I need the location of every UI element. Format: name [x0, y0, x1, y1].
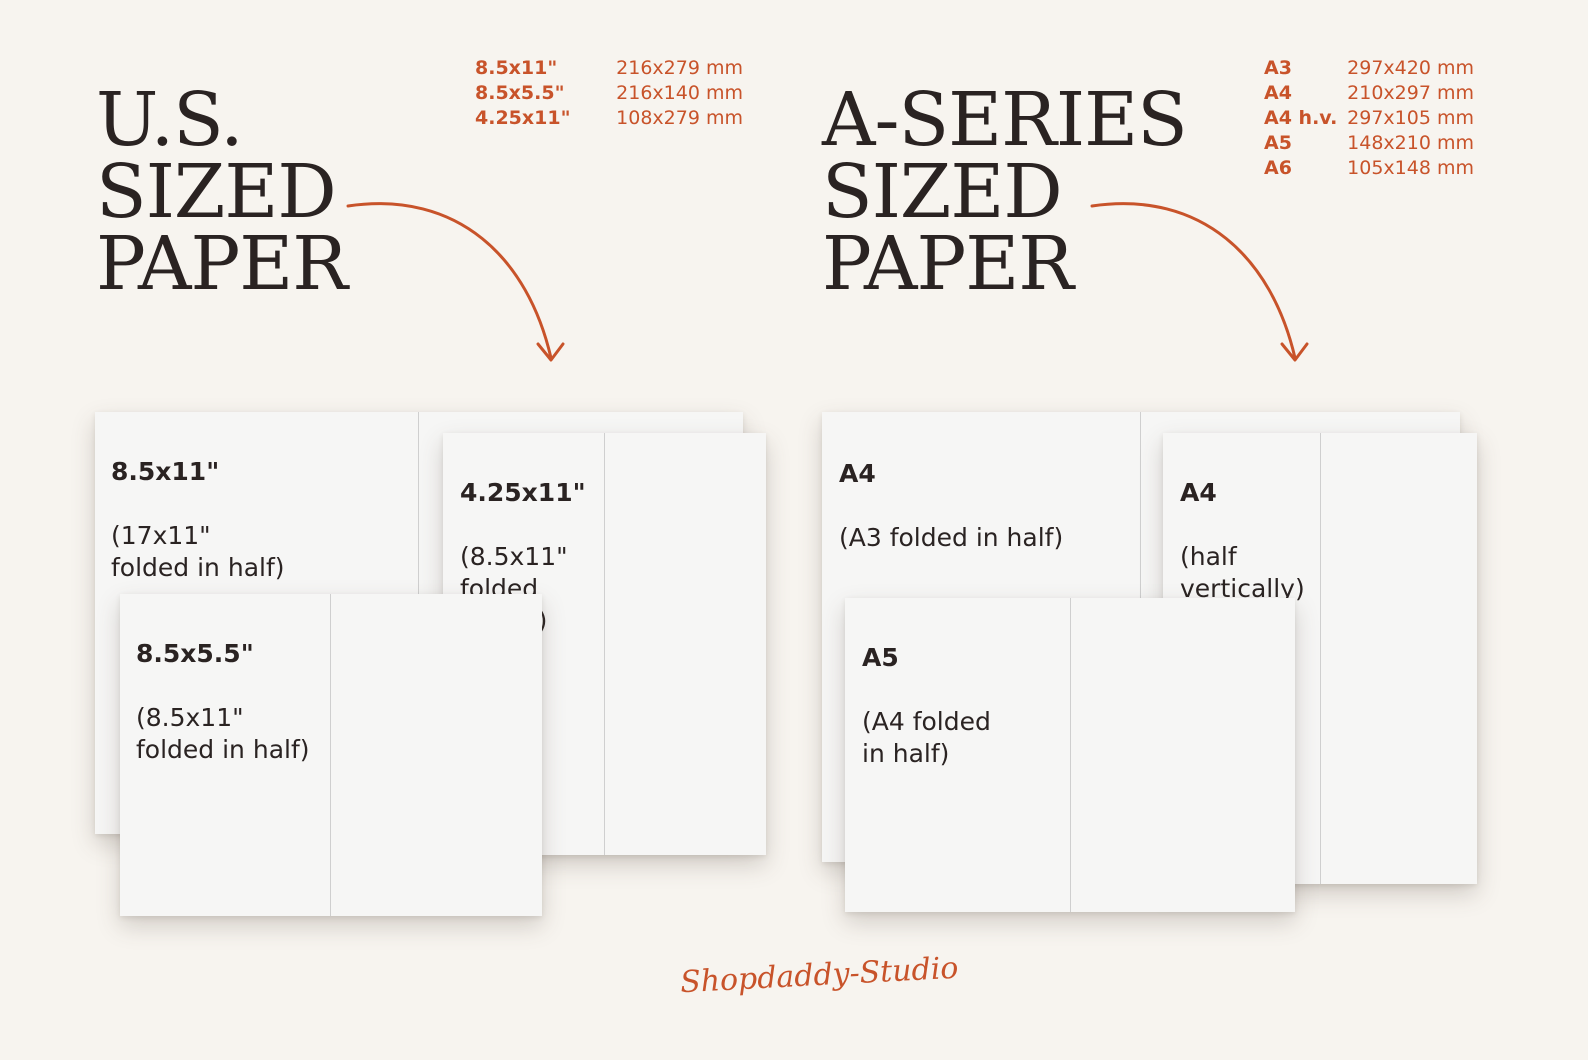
sheet-description: (A3 folded in half)	[839, 523, 1064, 552]
spec-value: 148x210 mm	[1347, 132, 1474, 154]
fold-line	[604, 433, 605, 855]
sheet-label: 8.5x11" (17x11" folded in half)	[111, 424, 285, 584]
a-series-headline: A-SERIES SIZED PAPER	[822, 77, 1188, 307]
sheet-label: A5 (A4 folded in half)	[862, 610, 991, 770]
sheet-title: A4	[839, 459, 876, 488]
spec-row: A6 105x148 mm	[1264, 156, 1474, 181]
fold-line	[1320, 433, 1321, 884]
fold-line	[330, 594, 331, 916]
a-series-spec-table: A3 297x420 mm A4 210x297 mm A4 h.v. 297x…	[1264, 56, 1474, 181]
spec-row: 4.25x11" 108x279 mm	[475, 106, 743, 131]
sheet-description: (8.5x11" folded in half)	[136, 703, 310, 764]
spec-value: 216x279 mm	[616, 57, 743, 79]
sheet-title: 8.5x5.5"	[136, 639, 254, 668]
sheet-label: 8.5x5.5" (8.5x11" folded in half)	[136, 606, 310, 766]
sheet-title: 8.5x11"	[111, 457, 220, 486]
spec-row: A4 210x297 mm	[1264, 81, 1474, 106]
spec-value: 216x140 mm	[616, 82, 743, 104]
spec-key: A4 h.v.	[1264, 107, 1338, 129]
sheet-label: A4 (A3 folded in half)	[839, 426, 1063, 554]
sheet-half-letter: 8.5x5.5" (8.5x11" folded in half)	[120, 594, 542, 916]
spec-row: A4 h.v. 297x105 mm	[1264, 106, 1474, 131]
spec-key: 8.5x5.5"	[475, 82, 565, 104]
spec-row: A5 148x210 mm	[1264, 131, 1474, 156]
sheet-description: (half vertically)	[1180, 542, 1305, 603]
sheet-description: (17x11" folded in half)	[111, 521, 285, 582]
spec-value: 297x105 mm	[1347, 107, 1474, 129]
sheet-label: A4 (half vertically)	[1180, 445, 1305, 605]
spec-value: 105x148 mm	[1347, 157, 1474, 179]
sheet-a5: A5 (A4 folded in half)	[845, 598, 1295, 912]
fold-line	[1070, 598, 1071, 912]
signature-logo: Shopdaddy-Studio	[679, 950, 960, 1001]
sheet-title: 4.25x11"	[460, 478, 586, 507]
sheet-title: A5	[862, 643, 899, 672]
spec-row: A3 297x420 mm	[1264, 56, 1474, 81]
spec-value: 108x279 mm	[616, 107, 743, 129]
spec-row: 8.5x5.5" 216x140 mm	[475, 81, 743, 106]
spec-key: 4.25x11"	[475, 107, 571, 129]
spec-value: 210x297 mm	[1347, 82, 1474, 104]
spec-value: 297x420 mm	[1347, 57, 1474, 79]
us-headline: U.S. SIZED PAPER	[96, 77, 348, 307]
curved-arrow-icon	[346, 198, 578, 372]
spec-key: A6	[1264, 157, 1292, 179]
us-spec-table: 8.5x11" 216x279 mm 8.5x5.5" 216x140 mm 4…	[475, 56, 743, 131]
sheet-title: A4	[1180, 478, 1217, 507]
spec-row: 8.5x11" 216x279 mm	[475, 56, 743, 81]
curved-arrow-icon	[1090, 198, 1322, 372]
spec-key: A3	[1264, 57, 1292, 79]
sheet-description: (A4 folded in half)	[862, 707, 991, 768]
spec-key: A4	[1264, 82, 1292, 104]
spec-key: A5	[1264, 132, 1292, 154]
spec-key: 8.5x11"	[475, 57, 558, 79]
